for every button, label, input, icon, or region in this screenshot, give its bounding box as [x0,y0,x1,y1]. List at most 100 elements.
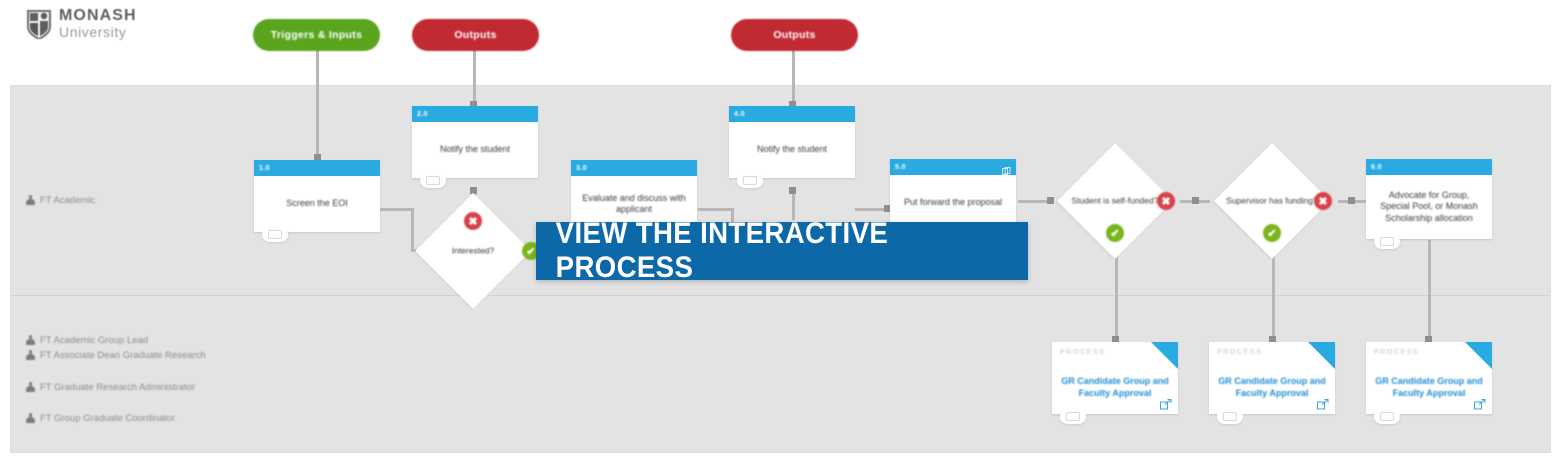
decision-self-funded-no-badge[interactable]: ✖ [1157,192,1175,210]
task-header: 1.0 [254,160,380,176]
yes-icon: ✔ [526,245,536,258]
process-card-gr-candidate-approval-3[interactable]: PROCESS GR Candidate Group and Faculty A… [1366,342,1492,424]
task-notify-the-student-1[interactable]: 2.0 Notify the student [412,106,538,188]
decision-interested[interactable]: Interested? [415,193,531,309]
task-label: Evaluate and discuss with applicant [582,192,686,215]
lane-label-ft-academic-group-lead: FT Academic Group Lead [26,334,148,348]
process-card-gr-candidate-approval-1[interactable]: PROCESS GR Candidate Group and Faculty A… [1052,342,1178,424]
process-card-link[interactable]: GR Candidate Group and Faculty Approval [1218,376,1326,398]
connector-arrow [1047,197,1054,204]
connector-decision2-yes-to-process1 [1115,240,1118,340]
no-icon: ✖ [468,215,478,228]
lane-label-ft-associate-dean-graduate-research: FT Associate Dean Graduate Research [26,349,206,363]
connector-task5-to-decision2 [1018,200,1053,203]
task-number: 6.0 [1371,163,1382,171]
task-note-badge[interactable] [737,173,763,188]
connector-decision3-yes-to-process2 [1272,240,1275,340]
monash-logo: MONASH University [26,8,137,39]
pill-label: Triggers & Inputs [270,29,363,41]
process-card-link[interactable]: GR Candidate Group and Faculty Approval [1375,376,1483,398]
task-screen-the-eoi[interactable]: 1.0 Screen the EOI [254,160,380,242]
decision-student-is-self-funded[interactable]: Student is self-funded? [1054,143,1176,259]
decision-label: Interested? [451,245,495,256]
task-header: 4.0 [729,106,855,122]
yes-icon: ✔ [1267,227,1277,240]
decision-supervisor-funding-no-badge[interactable]: ✖ [1314,192,1332,210]
monash-shield-crest-icon [26,9,52,39]
task-note-badge[interactable] [262,227,288,242]
external-link-icon[interactable] [1474,397,1486,410]
decision-self-funded-yes-badge[interactable]: ✔ [1106,224,1124,242]
pill-outputs-1[interactable]: Outputs [412,19,539,51]
lane-label-ft-graduate-research-administrator: FT Graduate Research Administrator [26,381,195,395]
task-evaluate-and-discuss-with-applicant[interactable]: 3.0 Evaluate and discuss with applicant [571,160,697,242]
person-icon [26,382,35,392]
person-icon [26,350,35,360]
view-interactive-process-button[interactable]: VIEW THE INTERACTIVE PROCESS [536,217,1028,284]
decision-interested-no-badge[interactable]: ✖ [464,212,482,230]
connector-output1-to-task2 [473,50,476,107]
external-link-icon[interactable] [1160,397,1172,410]
logo-secondary-text: University [59,24,127,40]
process-card-tag: PROCESS [1217,349,1263,356]
process-card-link[interactable]: GR Candidate Group and Faculty Approval [1061,376,1169,398]
no-icon: ✖ [1318,195,1328,208]
page-fold-icon [1465,342,1492,369]
connector-arrow [1348,197,1355,204]
cta-label: VIEW THE INTERACTIVE PROCESS [555,217,889,284]
connector-task1-down [411,208,414,250]
process-note-badge[interactable] [1217,409,1243,424]
monash-wordmark: MONASH University [59,8,137,40]
process-note-badge[interactable] [1060,409,1086,424]
connector-output2-to-task4 [792,50,795,107]
task-put-forward-the-proposal[interactable]: 5.0 Put forward the proposal [890,159,1016,241]
person-icon [26,335,35,345]
lane-label-text: FT Academic [40,195,96,206]
decision-interested-yes-badge[interactable]: ✔ [522,242,540,260]
pill-triggers-and-inputs[interactable]: Triggers & Inputs [253,19,380,51]
process-card-tag: PROCESS [1374,349,1420,356]
decision-supervisor-has-funding[interactable]: Supervisor has funding? [1211,143,1333,259]
external-link-icon[interactable] [1317,397,1329,410]
lane-label-text: FT Associate Dean Graduate Research [40,350,206,361]
no-icon: ✖ [1161,195,1171,208]
connector-arrow [1269,336,1276,343]
task-notify-the-student-2[interactable]: 4.0 Notify the student [729,106,855,188]
pill-label: Outputs [454,29,497,41]
task-note-badge[interactable] [420,173,446,188]
task-note-badge[interactable] [1374,234,1400,249]
page-fold-icon [1151,342,1178,369]
connector-arrow [1112,336,1119,343]
person-icon [26,413,35,423]
connector-arrow [1425,336,1432,343]
pill-outputs-2[interactable]: Outputs [731,19,858,51]
connector-arrow [470,187,477,194]
task-label: Screen the EOI [286,198,348,209]
task-header: 3.0 [571,160,697,176]
task-header: 2.0 [412,106,538,122]
task-advocate-for-scholarship-allocation[interactable]: 6.0 Advocate for Group, Special Pool, or… [1366,159,1492,249]
person-icon [26,195,35,205]
lane-label-ft-group-graduate-coordinator: FT Group Graduate Coordinator [26,412,175,426]
lane-label-ft-academic: FT Academic [26,194,95,208]
task-label: Notify the student [756,144,828,155]
decision-label: Student is self-funded? [1071,195,1159,206]
task-label: Notify the student [439,144,511,155]
connector-arrow [1192,197,1199,204]
page-fold-icon [1308,342,1335,369]
lane-label-text: FT Graduate Research Administrator [40,382,196,393]
process-card-gr-candidate-approval-2[interactable]: PROCESS GR Candidate Group and Faculty A… [1209,342,1335,424]
connector-arrow [789,187,796,194]
task-header: 6.0 [1366,159,1492,175]
decision-label: Supervisor has funding? [1226,195,1318,206]
connector-arrow [314,154,321,161]
connector-task4-to-task5 [855,208,890,211]
connector-start-to-task1 [316,50,319,161]
decision-supervisor-funding-yes-badge[interactable]: ✔ [1263,224,1281,242]
connector-to-task4 [792,190,795,220]
pill-label: Outputs [773,29,816,41]
lane-label-text: FT Group Graduate Coordinator [40,413,176,424]
process-note-badge[interactable] [1374,409,1400,424]
swimlane-divider [10,295,1551,296]
connector-task1-right [380,208,413,211]
